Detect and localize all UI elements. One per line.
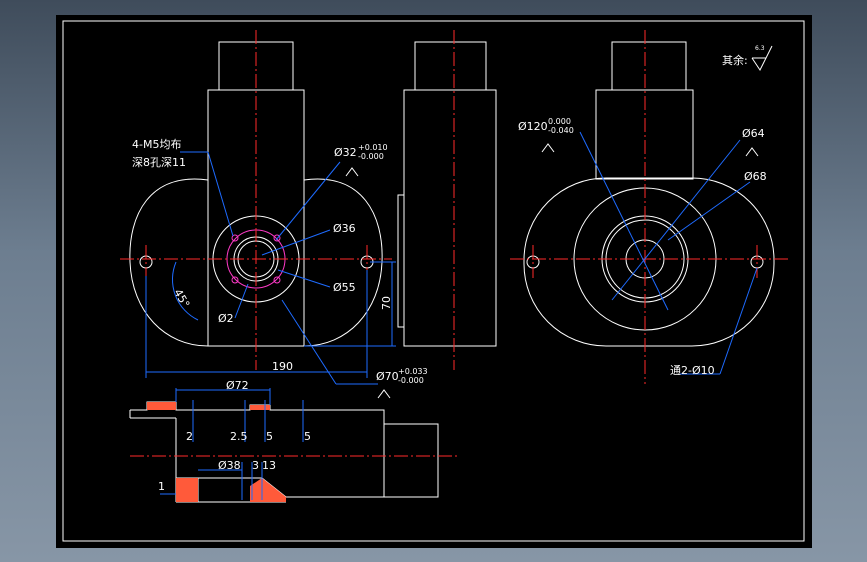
dim-sec-2-5: 2.5 bbox=[230, 430, 248, 443]
front-flange-left bbox=[129, 178, 209, 347]
dim-72: Ø72 bbox=[226, 379, 249, 392]
note-thread-depth: 深8孔深11 bbox=[132, 156, 186, 169]
dim-70-tol-upper: +0.033 bbox=[398, 367, 428, 376]
front-dimensions bbox=[145, 151, 396, 385]
dim-120-tol-lower: -0.040 bbox=[548, 126, 574, 135]
dim-bore32: Ø32 bbox=[334, 146, 357, 159]
note-thread-holes: 4-M5均布 bbox=[132, 138, 181, 151]
dim-2: Ø2 bbox=[218, 312, 234, 325]
drawing-sheet bbox=[56, 15, 812, 548]
side-body bbox=[403, 89, 497, 347]
dim-38: Ø38 bbox=[218, 459, 241, 472]
right-outer-profile bbox=[523, 177, 775, 347]
dim-13: 13 bbox=[262, 459, 276, 472]
drawing-border bbox=[62, 20, 805, 542]
dim-sec-1: 1 bbox=[158, 480, 165, 493]
dim-holes: 通2-Ø10 bbox=[670, 364, 715, 377]
note-surface-finish-value: 6.3 bbox=[755, 45, 765, 52]
dim-70-tol-lower: -0.000 bbox=[398, 376, 424, 385]
side-view bbox=[397, 41, 497, 347]
dim-sec-5b: 5 bbox=[304, 430, 311, 443]
right-dimensions bbox=[579, 131, 758, 375]
dim-36: Ø36 bbox=[333, 222, 356, 235]
right-top-boss bbox=[611, 41, 687, 91]
annotation-text: 4-M5均布 深8孔深11 其余: 6.3 Ø32 +0.010 -0.000 … bbox=[132, 45, 767, 493]
dim-sec-5a: 5 bbox=[266, 430, 273, 443]
front-centerlines bbox=[120, 30, 392, 370]
section-dimensions bbox=[160, 388, 304, 500]
dim-height: 70 bbox=[380, 296, 393, 310]
dim-64: Ø64 bbox=[742, 127, 765, 140]
dim-angle: 45° bbox=[171, 287, 192, 310]
right-centerlines bbox=[510, 30, 790, 384]
side-flange bbox=[397, 194, 405, 328]
thread-hole bbox=[273, 276, 281, 284]
dim-3: 3 bbox=[252, 459, 259, 472]
note-surface-finish: 其余: bbox=[722, 53, 748, 67]
front-flange-right bbox=[303, 178, 383, 347]
datum-symbols bbox=[345, 143, 759, 399]
dim-120: Ø120 bbox=[518, 120, 548, 133]
dim-bore32-tol-lower: -0.000 bbox=[358, 152, 384, 161]
dim-120-tol-upper: 0.000 bbox=[548, 117, 571, 126]
dim-55: Ø55 bbox=[333, 281, 356, 294]
thread-hole bbox=[231, 276, 239, 284]
dim-70: Ø70 bbox=[376, 370, 399, 383]
thread-hole bbox=[273, 234, 281, 242]
thread-hole bbox=[231, 234, 239, 242]
dim-width: 190 bbox=[272, 360, 293, 373]
section-boss bbox=[383, 423, 439, 498]
right-view bbox=[523, 41, 775, 347]
surface-finish-symbol bbox=[751, 45, 773, 71]
dim-sec-2: 2 bbox=[186, 430, 193, 443]
dim-bore32-tol-upper: +0.010 bbox=[358, 143, 388, 152]
side-top-boss bbox=[414, 41, 487, 91]
dim-68: Ø68 bbox=[744, 170, 767, 183]
